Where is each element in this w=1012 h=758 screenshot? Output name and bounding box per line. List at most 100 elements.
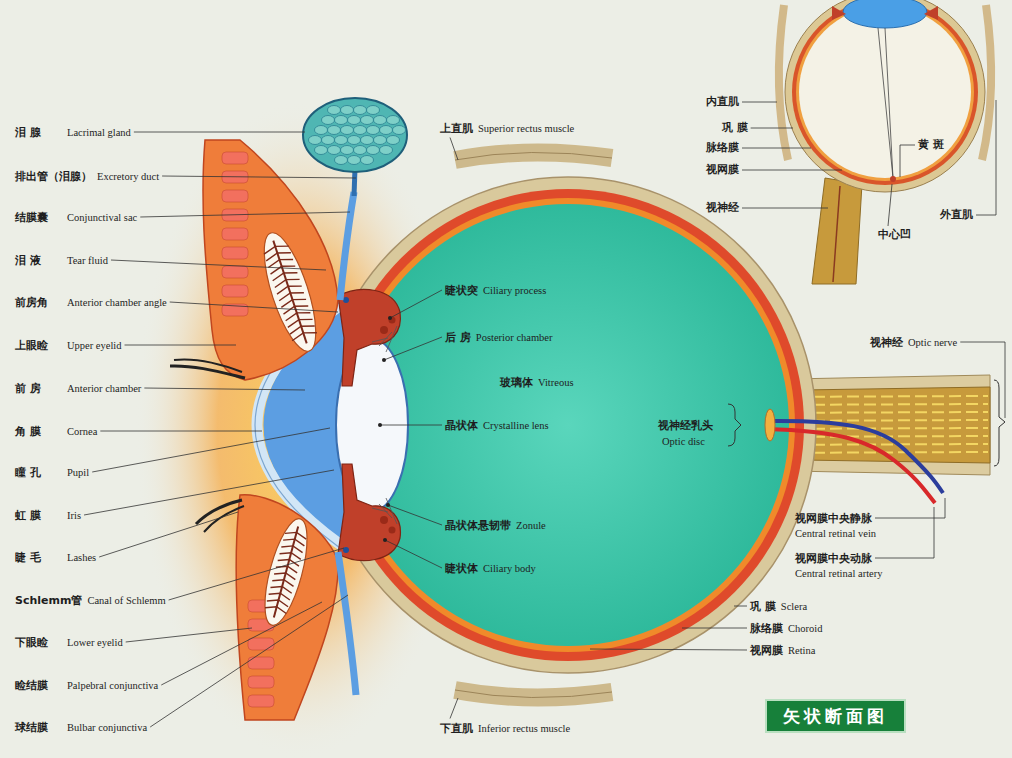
gland-lobule: [380, 126, 393, 135]
chinese-part-label: 排出管（泪腺）: [15, 169, 92, 184]
inset-vessel: [833, 186, 840, 282]
gland-lobule: [374, 136, 387, 145]
gland-lobule: [291, 329, 317, 341]
gland-lobule: [328, 126, 341, 135]
inset-iris: [924, 6, 938, 20]
central-retinal-artery: [766, 429, 935, 503]
english-part-label: Lacrimal gland: [67, 127, 131, 138]
vitreous: [347, 204, 789, 646]
chinese-part-label: 睫 毛: [15, 550, 41, 565]
english-part-label: Vitreous: [538, 377, 574, 388]
visual-axis: [878, 28, 893, 178]
chinese-part-label: 视网膜: [706, 163, 739, 177]
leader-line: [100, 431, 262, 432]
chinese-part-label: 虹 膜: [15, 508, 41, 523]
chinese-part-label: 下直肌: [440, 721, 473, 736]
gland-lobule: [270, 584, 292, 594]
muscle-bundle: [222, 247, 248, 259]
leader-line: [388, 505, 442, 525]
chinese-part-label: 脉络膜: [706, 141, 739, 155]
english-part-label: Choroid: [788, 623, 822, 634]
gland-lobule: [354, 126, 367, 135]
ciliary-process: [380, 326, 388, 334]
ciliary-process: [389, 317, 396, 324]
leader-line: [960, 342, 1005, 418]
gland-lobule: [393, 126, 406, 135]
gland-lobule: [354, 106, 367, 115]
leader-line: [169, 548, 344, 600]
chinese-part-label: 视神经: [706, 201, 739, 215]
muscle-bundle: [248, 695, 274, 707]
english-part-label: Ciliary process: [483, 285, 546, 296]
ciliary-body: [338, 464, 400, 561]
english-part-label: Zonule: [516, 520, 546, 531]
leader-line: [900, 145, 915, 177]
leader-line: [390, 290, 442, 318]
chinese-part-label: 视神经乳头: [658, 418, 713, 433]
gland-lobule: [367, 146, 380, 155]
muscle-bundle: [222, 228, 248, 240]
english-part-label: Sclera: [781, 601, 807, 612]
leader-line: [742, 148, 811, 149]
muscle-bundle: [248, 638, 274, 650]
tarsal-plate: [256, 515, 315, 630]
chinese-part-label: 视网膜中央动脉: [795, 551, 872, 566]
zonule-fiber: [372, 508, 388, 512]
lower-conjunctiva: [338, 552, 356, 695]
choroid: [332, 189, 804, 661]
gland-lobule: [341, 106, 354, 115]
gland-lobule: [285, 530, 307, 540]
english-part-label: Lashes: [67, 552, 96, 563]
english-part-label: Superior rectus muscle: [478, 123, 574, 134]
gland-lobule: [354, 146, 367, 155]
muscle-bundle: [222, 190, 248, 202]
upper-eyelid: [203, 140, 338, 380]
gland-lobule: [309, 136, 322, 145]
upper-ciliary-iris: [338, 289, 400, 386]
leader-line: [875, 507, 934, 558]
muscle-bundle: [222, 152, 248, 164]
lash: [204, 506, 244, 532]
lash: [174, 360, 242, 373]
chinese-part-label: 黄 斑: [918, 138, 944, 152]
leader-line: [385, 540, 442, 568]
chinese-part-label: 晶状体悬韧带: [445, 518, 511, 533]
leader-dot: [386, 503, 390, 507]
chinese-part-label: 视网膜: [750, 643, 783, 658]
gland-lobule: [274, 570, 296, 580]
leader-line: [450, 698, 458, 719]
gland-lobule: [272, 577, 294, 587]
leader-line: [134, 132, 305, 133]
english-part-label: Optic disc: [662, 436, 705, 447]
gland-lobule: [341, 126, 354, 135]
gland-lobule: [335, 156, 348, 165]
english-part-label: Canal of Schlemm: [87, 595, 165, 606]
leader-line: [170, 302, 338, 312]
chinese-part-label: 睫状突: [445, 283, 478, 298]
leader-line: [875, 498, 945, 518]
optic-disc: [765, 409, 775, 441]
english-part-label: Upper eyelid: [67, 340, 122, 351]
leader-line: [590, 649, 747, 650]
inferior-rectus: [455, 690, 612, 698]
english-part-label: Lower eyelid: [67, 637, 123, 648]
leader-dot: [388, 316, 392, 320]
gland-lobule: [361, 156, 374, 165]
gland-lobule: [335, 136, 348, 145]
inset-fovea: [890, 176, 896, 182]
leader-line: [976, 100, 996, 215]
inset-retina: [796, 3, 974, 181]
leader-line: [742, 102, 777, 103]
inset-optic-nerve: [812, 178, 862, 284]
inset-lens: [843, 0, 927, 28]
gland-lobule: [380, 146, 393, 155]
english-part-label: Crystalline lens: [483, 420, 549, 431]
leader-line: [111, 260, 326, 270]
chinese-part-label: 泪 液: [15, 253, 41, 268]
english-part-label: Palpebral conjunctiva: [67, 680, 158, 691]
leader-line: [384, 337, 442, 360]
english-part-label: Retina: [788, 645, 815, 656]
leader-line: [99, 512, 238, 557]
english-part-label: Conjunctival sac: [67, 212, 137, 223]
